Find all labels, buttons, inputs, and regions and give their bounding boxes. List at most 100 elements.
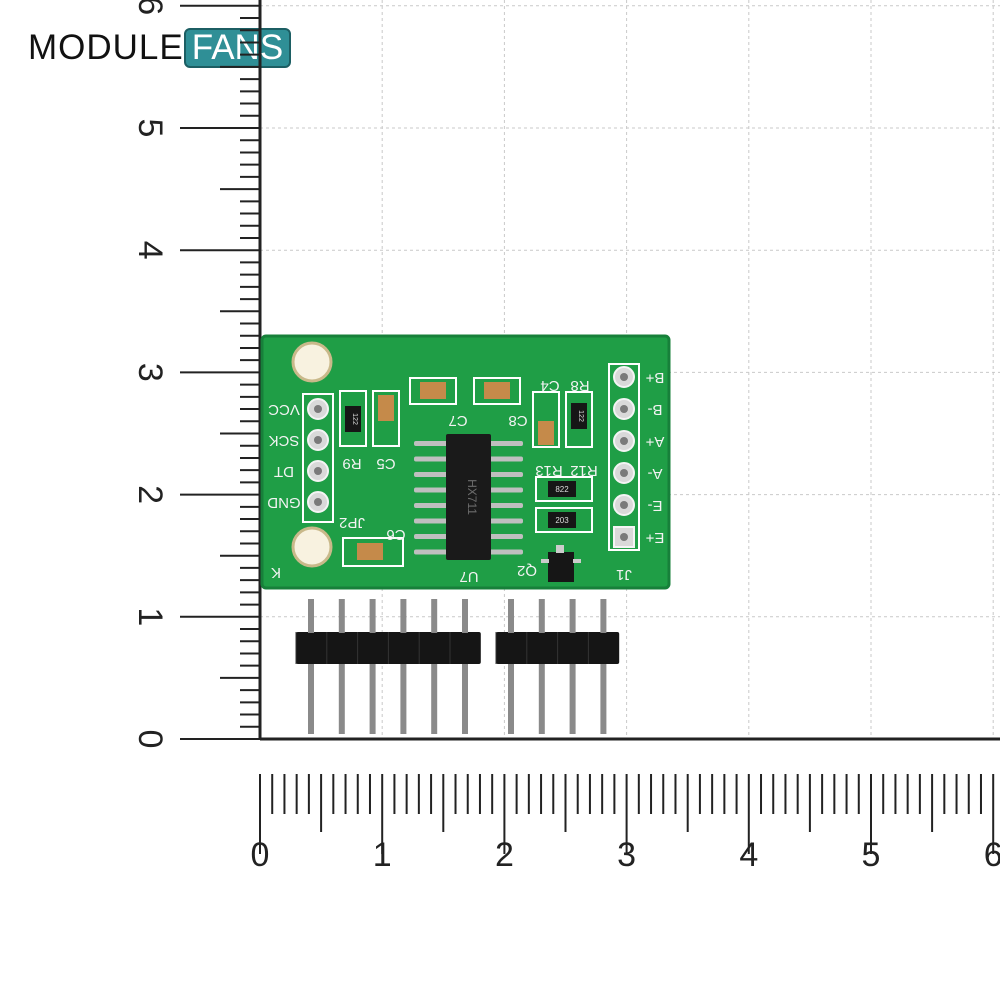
chip-leg-left bbox=[414, 534, 448, 539]
logo-text-fans: FANS bbox=[183, 28, 292, 68]
header-pin-bottom bbox=[462, 664, 468, 734]
r9-outline bbox=[339, 390, 367, 447]
header-pin-top bbox=[462, 599, 468, 633]
r8-code: 122 bbox=[577, 410, 584, 422]
chip-leg-right bbox=[489, 534, 523, 539]
right-pin-labels: B+B-A+A-E-E+ bbox=[645, 369, 664, 546]
brand-logo: MODULE FANS bbox=[28, 28, 292, 68]
pad-hole bbox=[314, 436, 322, 444]
label-r9: R9 bbox=[342, 455, 361, 472]
chip-leg-right bbox=[489, 456, 523, 462]
header-pin-bottom bbox=[308, 664, 314, 734]
ruler-x-label: 0 bbox=[251, 836, 270, 874]
label-c5: C5 bbox=[376, 455, 395, 472]
label-r12: R12 bbox=[570, 462, 598, 479]
chip-leg-left bbox=[414, 518, 448, 524]
pad-hole bbox=[620, 405, 628, 413]
chip-marking: HX711 bbox=[465, 479, 479, 515]
pad-hole bbox=[620, 469, 628, 477]
resistor-r8 bbox=[571, 403, 587, 429]
header-pin-bottom bbox=[338, 664, 345, 734]
header-pin-bottom bbox=[600, 664, 607, 734]
silkscreen-labels: JP2 R9 C5 C7 C8 C4 R8 R13 R12 C6 U7 Q2 J… bbox=[271, 377, 632, 585]
pad-hole bbox=[314, 467, 322, 475]
r13-outline bbox=[535, 507, 593, 533]
pad-hole bbox=[314, 405, 322, 413]
label-c4: C4 bbox=[540, 377, 559, 394]
chip-leg-right bbox=[489, 487, 523, 493]
pin-label-left: VCC bbox=[268, 401, 300, 418]
pcb-edge bbox=[260, 334, 671, 590]
ruler-y-label: 2 bbox=[131, 485, 169, 504]
header-pin-top bbox=[338, 599, 345, 633]
chip-leg-right bbox=[489, 441, 523, 446]
pin-label-right: A+ bbox=[645, 433, 664, 450]
ruler-y-label: 0 bbox=[131, 730, 169, 749]
header-pin-top bbox=[400, 599, 407, 633]
ruler-x-label: 1 bbox=[373, 836, 392, 874]
right-pad-group bbox=[613, 366, 635, 548]
header-pin-bottom bbox=[369, 664, 376, 734]
chip-leg-left bbox=[414, 549, 448, 555]
label-c8: C8 bbox=[508, 412, 527, 429]
r9-code: 122 bbox=[351, 413, 358, 425]
left-pad-group bbox=[307, 398, 329, 513]
header-pin-top bbox=[508, 599, 514, 633]
pad-hole bbox=[620, 533, 628, 541]
logo-text-module: MODULE bbox=[28, 28, 184, 67]
q2-lead-b bbox=[573, 559, 581, 563]
j1-outline bbox=[608, 363, 640, 551]
chip-leg-right bbox=[489, 518, 523, 524]
header-pin-top bbox=[308, 599, 314, 633]
r12-code: 822 bbox=[555, 485, 569, 494]
pad-hole bbox=[620, 501, 628, 509]
smd-components: 122 122 822 203 bbox=[339, 377, 593, 582]
header-pin-bottom bbox=[431, 664, 438, 734]
ruler-y-label: 6 bbox=[131, 0, 169, 15]
ruler-x-label: 4 bbox=[739, 836, 758, 874]
hx711-board: HX711 122 122 822 bbox=[260, 334, 671, 590]
label-c6: C6 bbox=[386, 526, 405, 543]
header-pin-bottom bbox=[400, 664, 407, 734]
chip-body bbox=[446, 434, 491, 560]
label-r13: R13 bbox=[535, 462, 563, 479]
chip-leg-left bbox=[414, 456, 448, 462]
capacitor-c7 bbox=[420, 382, 446, 399]
chip-leg-left bbox=[414, 441, 448, 446]
ruler-x-label: 5 bbox=[862, 836, 881, 874]
transistor-q2 bbox=[548, 552, 574, 582]
header-pin-top bbox=[369, 599, 376, 633]
pin-headers bbox=[295, 599, 620, 734]
jp2-outline bbox=[302, 393, 334, 523]
chip-leg-left bbox=[414, 487, 448, 493]
ruler-y-label: 3 bbox=[131, 363, 169, 382]
header-pin-top bbox=[569, 599, 576, 633]
header-pin-top bbox=[600, 599, 607, 633]
resistor-r12 bbox=[548, 481, 576, 497]
chip-leg-right bbox=[489, 549, 523, 555]
ruler-x-label: 6 bbox=[984, 836, 1000, 874]
chip-legs bbox=[414, 441, 523, 555]
capacitor-c6 bbox=[357, 543, 383, 560]
chip-leg-left bbox=[414, 472, 448, 477]
chip-leg-left bbox=[414, 503, 448, 508]
pin-label-right: A- bbox=[647, 465, 662, 482]
label-c7: C7 bbox=[448, 412, 467, 429]
r13-code: 203 bbox=[555, 516, 569, 525]
header-pin-bottom bbox=[538, 664, 545, 734]
pad-hole bbox=[314, 498, 322, 506]
label-k: K bbox=[271, 564, 281, 581]
q2-lead-c bbox=[556, 545, 564, 553]
label-q2: Q2 bbox=[517, 562, 537, 579]
c5-outline bbox=[372, 390, 400, 447]
ruler-x-label: 2 bbox=[495, 836, 514, 874]
capacitor-c4 bbox=[538, 421, 554, 445]
label-u7: U7 bbox=[459, 568, 478, 585]
chip-leg-right bbox=[489, 472, 523, 477]
c6-outline bbox=[342, 537, 404, 567]
pin-label-right: B+ bbox=[645, 369, 664, 386]
